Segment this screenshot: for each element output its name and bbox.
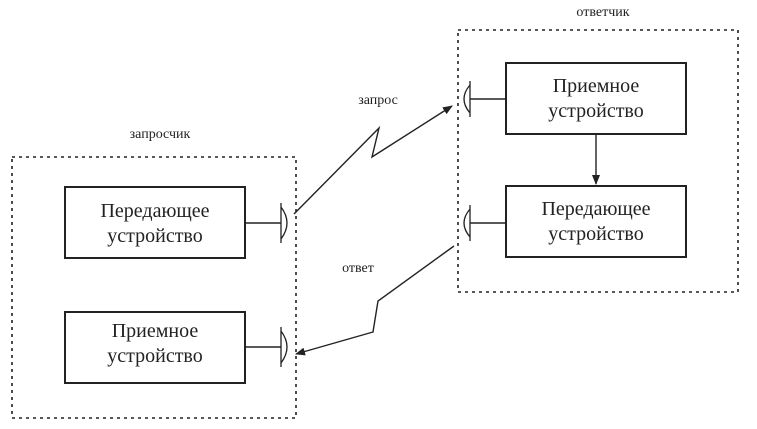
responder-group: ответчик Приемное устройство Передающее … — [457, 5, 739, 293]
requester-transmit-antenna-icon — [280, 203, 288, 243]
requester-transmitter-line1: Передающее — [100, 200, 209, 222]
requester-receive-antenna-icon — [280, 327, 288, 367]
response-signal: ответ — [295, 245, 455, 356]
responder-transmitter: Передающее устройство — [505, 185, 687, 258]
responder-receiver-line2: устройство — [548, 100, 644, 122]
responder-boundary — [457, 29, 739, 293]
responder-transmit-antenna-icon — [463, 205, 471, 241]
responder-transmitter-box — [505, 185, 687, 258]
responder-receive-antenna-icon — [463, 81, 471, 117]
responder-receiver-line1: Приемное — [553, 75, 640, 97]
response-label: ответ — [342, 261, 374, 276]
requester-transmitter-line2: устройство — [107, 225, 203, 247]
responder-receiver: Приемное устройство — [505, 62, 687, 135]
requester-receiver-line1: Приемное — [112, 320, 199, 342]
requester-transmitter-box — [64, 186, 246, 259]
request-label: запрос — [358, 93, 398, 108]
responder-transmitter-line1: Передающее — [541, 198, 650, 220]
requester-boundary — [11, 156, 297, 419]
response-lightning-arrow — [295, 245, 455, 356]
requester-label: запросчик — [130, 127, 191, 142]
requester-group: запросчик Передающее устройство Приемное… — [11, 127, 297, 419]
request-signal: запрос — [293, 93, 453, 215]
responder-transmitter-line2: устройство — [548, 223, 644, 245]
requester-transmitter: Передающее устройство — [64, 186, 246, 259]
responder-receiver-box — [505, 62, 687, 135]
request-lightning-arrow — [293, 105, 453, 215]
requester-receiver-line2: устройство — [107, 345, 203, 367]
responder-label: ответчик — [576, 5, 629, 20]
requester-receiver: Приемное устройство — [64, 311, 246, 384]
requester-receiver-box — [64, 311, 246, 384]
